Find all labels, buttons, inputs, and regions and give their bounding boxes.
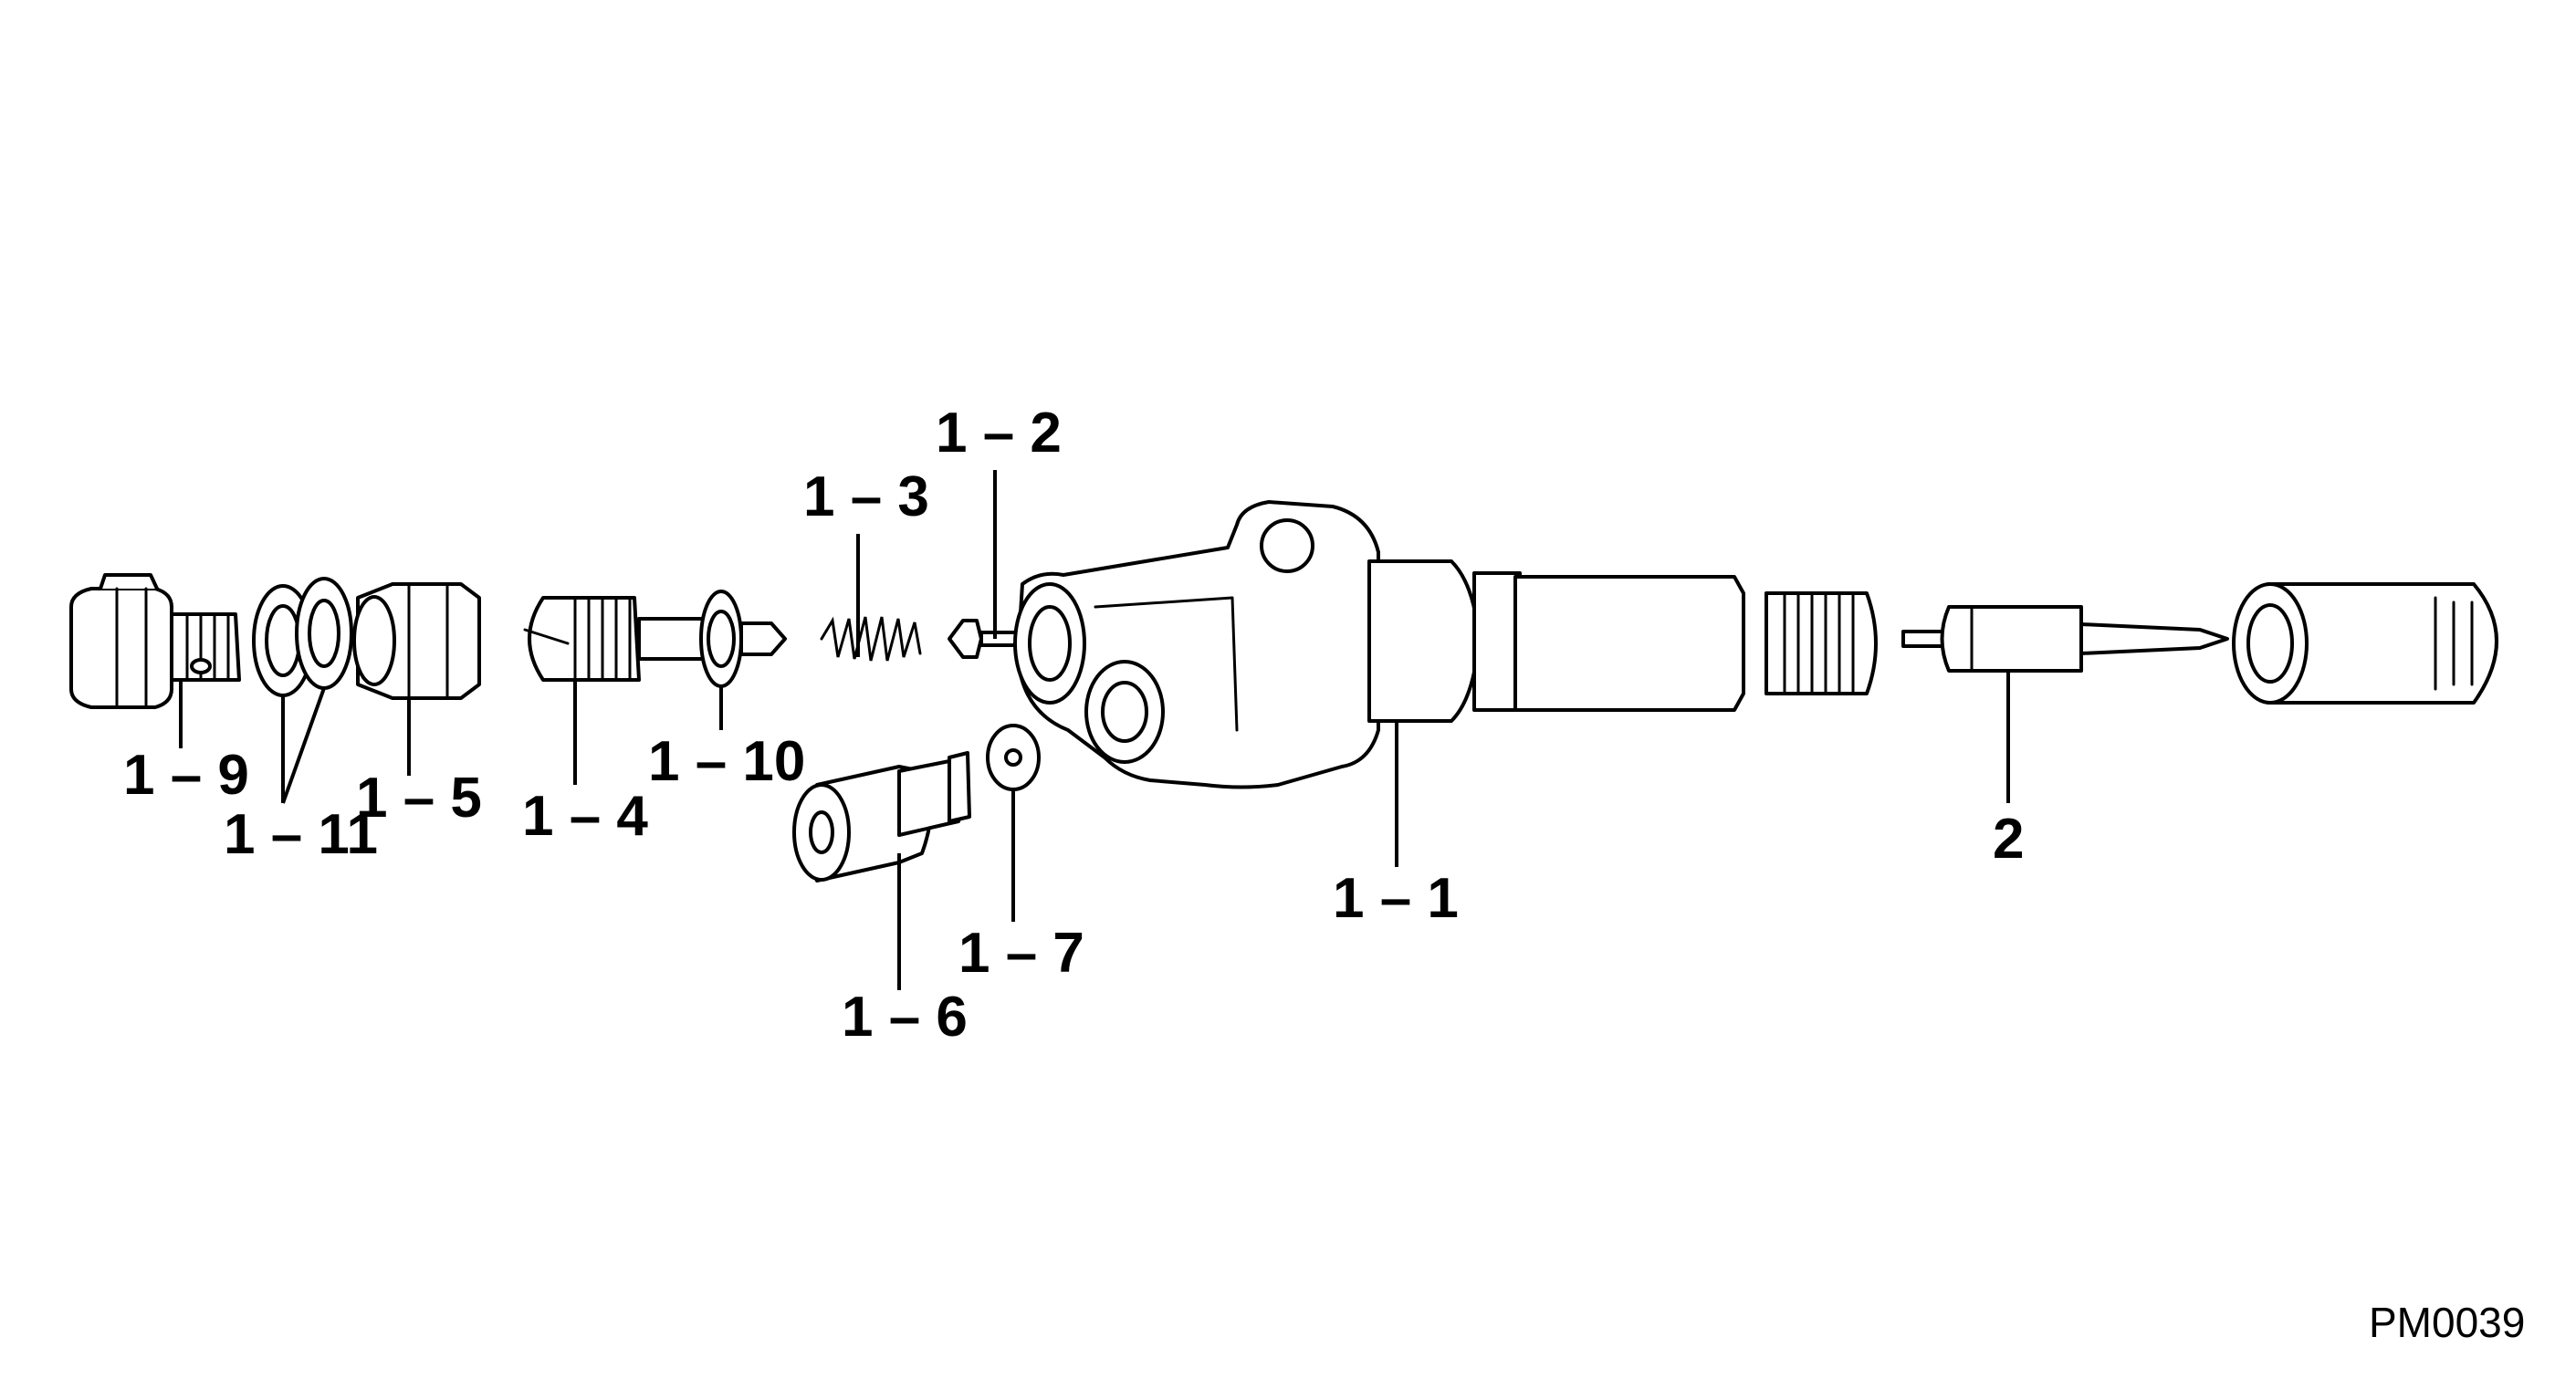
label-1-11: 1 – 11 xyxy=(224,803,378,866)
part-union-fitting xyxy=(792,751,971,882)
label-1-2: 1 – 2 xyxy=(936,402,1062,465)
label-1-4: 1 – 4 xyxy=(522,785,648,848)
part-o-ring xyxy=(707,610,736,668)
part-banjo-bolt xyxy=(69,573,241,709)
part-cap-nut xyxy=(352,582,481,700)
label-1-10: 1 – 10 xyxy=(648,730,805,793)
part-spring xyxy=(820,616,922,662)
part-retaining-nut xyxy=(2232,582,2498,705)
part-adjusting-screw xyxy=(523,590,787,688)
part-injector-body xyxy=(1013,500,1878,789)
label-1-5: 1 – 5 xyxy=(356,767,482,830)
label-1-6: 1 – 6 xyxy=(842,986,968,1049)
figure-code: PM0039 xyxy=(2369,1299,2525,1346)
label-2: 2 xyxy=(1993,808,2024,871)
leader-lines xyxy=(179,470,2010,990)
part-small-washer xyxy=(986,724,1041,791)
part-nozzle xyxy=(1901,605,2229,673)
label-1-1: 1 – 1 xyxy=(1333,867,1459,930)
label-1-3: 1 – 3 xyxy=(803,465,929,528)
label-1-9: 1 – 9 xyxy=(123,744,249,807)
label-1-7: 1 – 7 xyxy=(958,922,1084,985)
part-washers xyxy=(252,577,353,697)
